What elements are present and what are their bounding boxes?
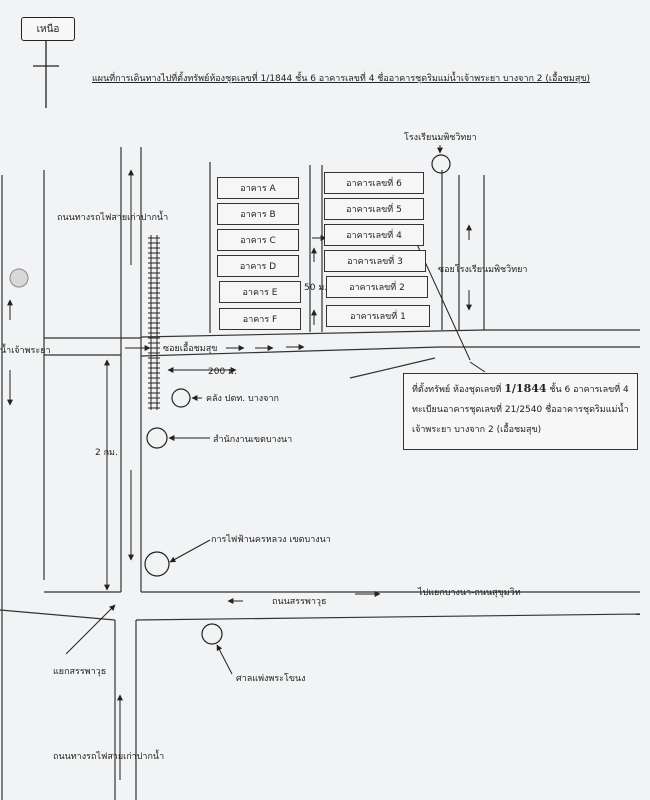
label-river: น้ำเจ้าพระยา (0, 346, 51, 356)
info-line-2: ทะเบียนอาคารชุดเลขที่ 21/2540 ชื่ออาคารช… (412, 405, 629, 415)
building-5: อาคารเลขที่ 5 (324, 198, 424, 220)
river-marker (9, 268, 29, 288)
north-label: เหนือ (21, 17, 75, 41)
building-4: อาคารเลขที่ 4 (324, 224, 424, 246)
info-line-1-suffix: ชั้น 6 อาคารเลขที่ 4 (549, 385, 629, 395)
building-c: อาคาร C (217, 229, 299, 251)
building-3: อาคารเลขที่ 3 (324, 250, 426, 272)
label-sanphawut-junction: แยกสรรพาวุธ (53, 667, 107, 677)
label-railway-road-bottom: ถนนทางรถไฟสายเก่าปากน้ำ (53, 752, 165, 762)
railway-road (114, 147, 142, 800)
label-soi-school: ซอยโรงเรียนมพิชวิทยา (438, 265, 528, 275)
building-b: อาคาร B (217, 203, 299, 225)
label-sanphawut: ถนนสรรพาวุธ (272, 597, 327, 607)
building-6: อาคารเลขที่ 6 (324, 172, 424, 194)
map-title: แผนที่การเดินทางไปที่ตั้งทรัพย์ห้องชุดเล… (92, 74, 590, 84)
building-d: อาคาร D (217, 255, 299, 277)
label-soi-uea-chom-suk: ซอยเอื้อชมสุข (163, 344, 218, 354)
building-2: อาคารเลขที่ 2 (326, 276, 428, 298)
building-f: อาคาร F (219, 308, 301, 330)
label-shrine: ศาลแพ่งพระโขนง (236, 674, 306, 684)
label-2km: 2 กม. (95, 448, 118, 458)
river (1, 170, 45, 800)
building-1: อาคารเลขที่ 1 (326, 305, 430, 327)
landmark-circles (144, 154, 451, 645)
compound-lines (209, 162, 485, 333)
property-info-box: ที่ตั้งทรัพย์ ห้องชุดเลขที่ 1/1844 ชั้น … (403, 373, 638, 450)
info-line-1: ที่ตั้งทรัพย์ ห้องชุดเลขที่ 1/1844 ชั้น … (412, 379, 629, 400)
label-electricity: การไฟฟ้านครหลวง เขตบางนา (211, 535, 331, 545)
info-line-3: เจ้าพระยา บางจาก 2 (เอื้อชมสุข) (412, 425, 542, 435)
handwritten-unit-number: 1/1844 (504, 382, 547, 395)
sanphawut-road (0, 591, 641, 621)
north-arrow (33, 40, 59, 108)
label-school: โรงเรียนมพิชวิทยา (404, 133, 477, 143)
dimension-lines (104, 359, 237, 591)
building-a: อาคาร A (217, 177, 299, 199)
label-to-bangna: ไปแยกบางนา-ถนนสุขุมวิท (418, 588, 521, 598)
label-50m: 50 ม. (304, 283, 328, 293)
label-district-office: สำนักงานเขตบางนา (213, 435, 293, 445)
label-ptt-depot: คลัง ปตท. บางจาก (206, 394, 279, 404)
label-200m: 200 ม. (208, 367, 237, 377)
info-line-1-prefix: ที่ตั้งทรัพย์ ห้องชุดเลขที่ (412, 385, 502, 395)
label-railway-road-top: ถนนทางรถไฟสายเก่าปากน้ำ (57, 213, 169, 223)
building-e: อาคาร E (219, 281, 301, 303)
direction-arrows (7, 169, 472, 780)
soi-uea-chom-suk-road (44, 329, 640, 379)
railway-ties (148, 237, 160, 409)
